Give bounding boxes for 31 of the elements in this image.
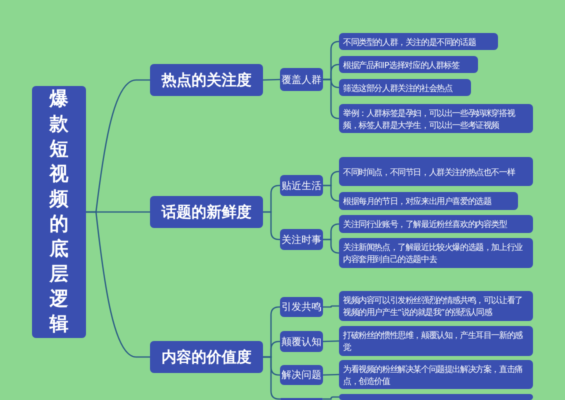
note-box: 关注新闻热点，了解最近比较火爆的选题，加上行业内容套用到自己的选题中去 [339,238,533,268]
connector-line [323,305,339,308]
subtopic-box: 关注时事 [280,229,323,250]
connector-line [262,78,280,81]
subtopic-box: 覆盖人群 [280,68,323,91]
connector-line [323,238,340,254]
note-box: 关注同行业账号，了解最近粉丝喜欢的内容类型 [339,215,533,233]
connector-line [86,211,150,358]
note-box: 为看视频的粉丝解决某个问题提出解决方案，直击痛点，创造价值 [339,360,533,389]
note-box: 视频内容可以引发粉丝强烈的情感共鸣，可以让看了视频的用户产生“说的就是我”的强烈认同感 [339,291,533,321]
note-box: 根据每月的节日，对应来出用户喜爱的选题 [339,192,518,210]
connector-line [322,374,340,376]
topic-box: 热点的关注度 [150,64,263,96]
subtopic-box: 解决问题 [280,365,323,385]
subtopic-box: 贴近生活 [280,175,323,196]
note-box: 不同时间点，不同节日，人群关注的热点也不一样 [339,157,533,186]
note-box: 不同类型的人群，关注的是不同的话题 [339,33,498,50]
connector-line [323,396,339,400]
title-box: 爆款短视频的底层逻辑 [32,86,86,338]
subtopic-box: 颠覆认知 [280,331,323,352]
subtopic-box: 引发共鸣 [280,297,323,317]
topic-box: 内容的价值度 [150,341,263,373]
note-box: 打破粉丝的惯性思维，颠覆认知，产生耳目一新的感觉 [339,326,533,356]
note-box: 举例：人群标签是孕妇，可以出一些孕妈咪穿搭视频，标签人群是大学生，可以出一些考证视频 [339,104,533,133]
note-box: 根据产品和IP选择对应的人群标签 [339,56,478,73]
note-box [339,394,533,400]
topic-box: 话题的新鲜度 [150,196,263,228]
connector-line [323,184,340,202]
connector-line [322,340,340,342]
note-box: 筛选这部分人群关注的社会热点 [339,79,471,96]
connector-line [323,78,340,120]
